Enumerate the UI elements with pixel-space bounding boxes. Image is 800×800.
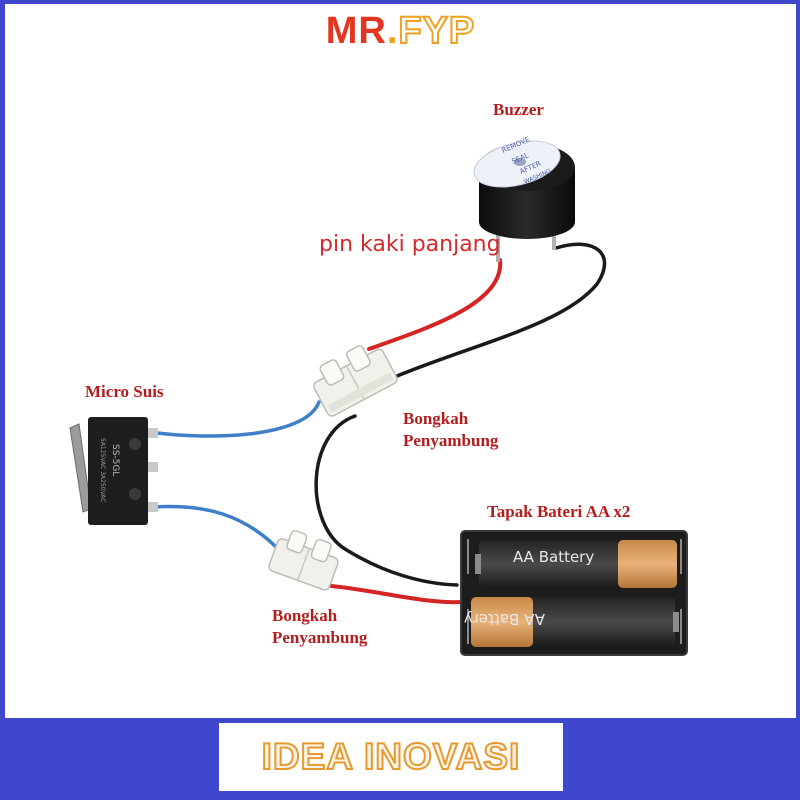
micro-switch: SS-5GL 5A125VAC 3A250VAC [69, 417, 158, 525]
wire-blue-switch-to-bottom-connector [151, 504, 283, 554]
wire-red-bottom-connector-to-battery [329, 584, 463, 605]
logo-dot: . [386, 10, 399, 52]
wire-red-buzzer-to-connector [367, 258, 503, 351]
wire-black-connector-to-battery [314, 414, 459, 587]
label-connector-bottom-line2: Penyambung [272, 628, 368, 647]
title-banner: IDEA INOVASI [219, 723, 563, 791]
battery-label-bottom: AA Battery [464, 610, 545, 628]
banner-title: IDEA INOVASI [261, 735, 521, 778]
label-buzzer: Buzzer [493, 100, 544, 119]
micro-switch-terminal-2 [148, 462, 158, 472]
battery-holder: AA Battery AA Battery [460, 530, 688, 656]
label-pin-long: pin kaki panjang [319, 232, 501, 257]
buzzer-pin-long [496, 230, 500, 262]
wire-black-buzzer-to-connector [395, 242, 607, 378]
connector-block-bottom [268, 529, 339, 591]
battery-cell-bottom: AA Battery [464, 597, 679, 647]
label-connector-bottom-line1: Bongkah [272, 606, 338, 625]
logo-mr: MR [325, 10, 387, 52]
label-battery-holder: Tapak Bateri AA x2 [487, 502, 631, 521]
brand-logo: MR.FYP [5, 9, 796, 53]
logo-fyp: FYP [397, 9, 476, 53]
micro-switch-model-text: SS-5GL [110, 444, 120, 476]
micro-switch-terminal-3 [148, 502, 158, 512]
label-connector-top-line2: Penyambung [403, 431, 499, 450]
wiring-diagram: REMOVE SEAL AFTER WASHING [69, 135, 688, 656]
battery-label-top: AA Battery [513, 548, 594, 566]
label-connector-top-line1: Bongkah [403, 409, 469, 428]
micro-switch-terminal-1 [148, 428, 158, 438]
label-micro-switch: Micro Suis [85, 382, 164, 401]
buzzer-pin-short [552, 230, 556, 250]
diagram-canvas: MR.FYP [5, 4, 796, 718]
wire-blue-switch-to-connector [148, 400, 321, 438]
connector-block-top [313, 345, 398, 417]
buzzer-sticker-hole [514, 158, 526, 166]
battery-cell-top: AA Battery [475, 540, 677, 588]
micro-switch-rating-text: 5A125VAC 3A250VAC [99, 438, 106, 502]
micro-switch-lever [69, 423, 92, 513]
